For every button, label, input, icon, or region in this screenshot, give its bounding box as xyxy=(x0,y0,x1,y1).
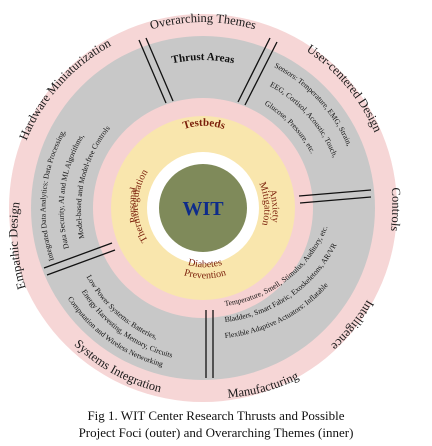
theme-controls: Controls xyxy=(388,187,404,232)
testbeds-title: Testbeds xyxy=(181,117,227,133)
svg-text:Prevention: Prevention xyxy=(183,267,227,281)
svg-text:Personal: Personal xyxy=(127,186,140,224)
svg-text:Anxiety: Anxiety xyxy=(266,188,280,223)
caption-line-1: Fig 1. WIT Center Research Thrusts and P… xyxy=(87,408,345,423)
wit-center-circle xyxy=(159,164,247,252)
figure-caption: Fig 1. WIT Center Research Thrusts and P… xyxy=(0,407,432,441)
testbed-prevention: Prevention xyxy=(183,267,227,281)
caption-line-2: Project Foci (outer) and Overarching The… xyxy=(78,425,354,440)
testbeds: Testbeds Anxiety Mitigation Diabetes Pre… xyxy=(127,117,281,282)
theme-overarching-themes: Overarching Themes xyxy=(148,11,258,32)
testbed-anxiety: Anxiety xyxy=(266,188,280,223)
svg-text:Testbeds: Testbeds xyxy=(181,117,227,133)
wit-center-label: WIT xyxy=(182,198,224,220)
testbed-diabetes: Diabetes xyxy=(187,257,223,270)
thrust-areas-header: Thrust Areas xyxy=(171,51,237,67)
svg-text:Diabetes: Diabetes xyxy=(187,257,223,270)
testbed-personal: Personal xyxy=(127,186,140,224)
segment-dividers xyxy=(43,37,372,378)
